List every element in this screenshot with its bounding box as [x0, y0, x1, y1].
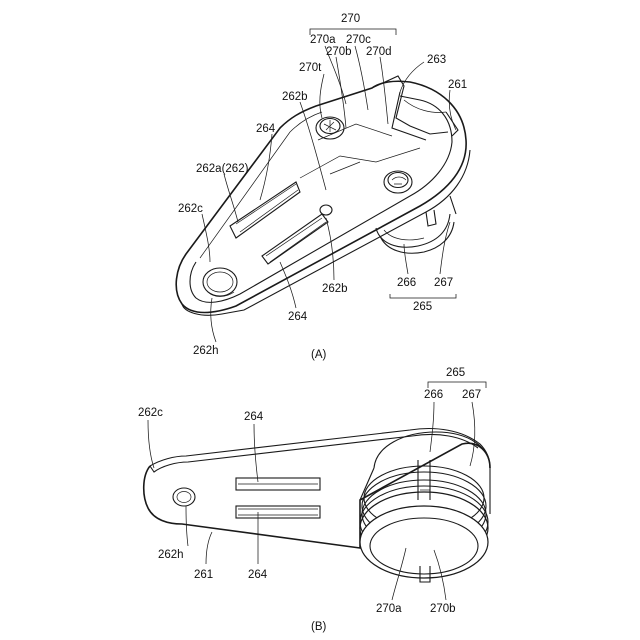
figure-a-label-267: 267 — [434, 277, 453, 289]
figure-b-label-266: 266 — [424, 389, 443, 401]
figure-b-label-264-bot: 264 — [248, 569, 268, 581]
figure-a-screw-upper — [316, 117, 344, 139]
figure-b-label-264-top: 264 — [244, 411, 264, 423]
figure-b-label-265: 265 — [446, 367, 465, 379]
figure-b-label-267: 267 — [462, 389, 481, 401]
figure-b-label-262c: 262c — [138, 407, 163, 419]
figure-b-caption: (B) — [311, 621, 327, 633]
figure-b-label-270a: 270a — [376, 603, 402, 615]
figure-a-label-262a: 262a(262) — [196, 163, 249, 175]
figure-b-cylinder-265 — [360, 432, 490, 582]
figure-a-cylinder-265 — [376, 196, 456, 253]
figure-b-label-270b: 270b — [430, 603, 456, 615]
figure-a-label-263: 263 — [427, 54, 446, 66]
figure-a-label-261: 261 — [448, 79, 467, 91]
figure-a-label-262b-bot: 262b — [322, 283, 348, 295]
figure-a-hole-262h — [203, 268, 237, 297]
figure-a-label-270c: 270c — [346, 34, 371, 46]
figure-a-caption: (A) — [311, 349, 327, 361]
figure-b-label-261: 261 — [194, 569, 213, 581]
figure-a-label-262h: 262h — [193, 345, 219, 357]
figure-a-label-264-bot: 264 — [288, 311, 308, 323]
figure-b: 265 266 267 262c 264 262h 261 264 270a 2… — [138, 367, 490, 633]
figure-a-label-266: 266 — [397, 277, 416, 289]
figure-a: 270 270a 270c 270b 270d 270t 263 261 262… — [176, 13, 470, 361]
figure-a-label-265: 265 — [413, 301, 432, 313]
figure-a-label-270t: 270t — [299, 62, 322, 74]
figure-a-label-262c: 262c — [178, 203, 203, 215]
figure-a-leader-lines — [202, 29, 456, 342]
figure-b-label-262h: 262h — [158, 549, 184, 561]
figure-a-label-270a: 270a — [310, 34, 336, 46]
figure-a-label-264-top: 264 — [256, 123, 276, 135]
figure-a-label-270d: 270d — [366, 46, 392, 58]
figure-a-notch-270 — [372, 76, 458, 140]
figure-a-screw-lower — [384, 171, 412, 193]
figure-a-label-270b: 270b — [326, 46, 352, 58]
figure-a-slot-264-upper — [230, 182, 300, 238]
figure-a-label-262b-top: 262b — [282, 91, 308, 103]
figure-a-label-270: 270 — [341, 13, 360, 25]
figure-a-slot-264-lower — [262, 205, 332, 264]
